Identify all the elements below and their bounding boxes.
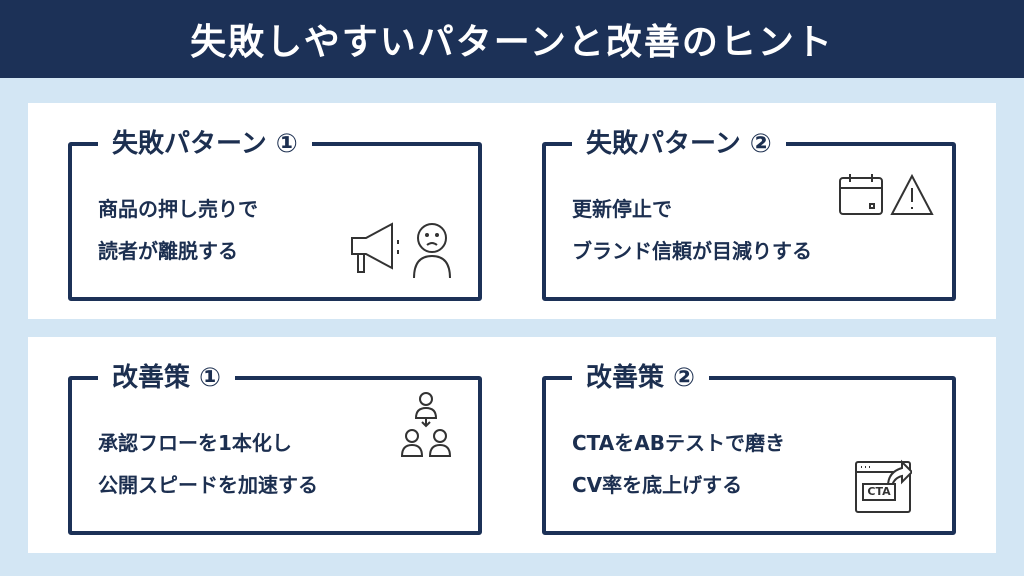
card-label: 失敗パターン ② — [572, 124, 786, 164]
line: CTAをABテストで磨き — [572, 431, 785, 455]
line: 承認フローを1本化し — [98, 431, 292, 455]
card-label: 失敗パターン ① — [98, 124, 312, 164]
card-improvement-1: 改善策 ① 承認フローを1本化し公開スピードを加速する — [68, 358, 482, 535]
line: 商品の押し売りで — [98, 197, 258, 221]
cta-label: CTA — [862, 483, 896, 501]
card-failure-1: 失敗パターン ① 商品の押し売りで読者が離脱する — [68, 124, 482, 301]
card-label: 改善策 ② — [572, 358, 710, 398]
card-failure-2: 失敗パターン ② 更新停止でブランド信頼が目減りする — [542, 124, 956, 301]
line: 公開スピードを加速する — [98, 473, 318, 497]
page-title: 失敗しやすいパターンと改善のヒント — [190, 22, 834, 63]
line: CV率を底上げする — [572, 473, 743, 497]
card-text: 更新停止でブランド信頼が目減りする — [572, 188, 812, 272]
header: 失敗しやすいパターンと改善のヒント — [0, 0, 1024, 78]
workflow-people-icon — [400, 392, 452, 457]
megaphone-sad-person-icon — [351, 222, 451, 279]
line: ブランド信頼が目減りする — [572, 239, 812, 263]
line: 更新停止で — [572, 197, 672, 221]
card-text: 承認フローを1本化し公開スピードを加速する — [98, 422, 318, 506]
card-text: 商品の押し売りで読者が離脱する — [98, 188, 258, 272]
card-improvement-2: 改善策 ② CTAをABテストで磨き CV率を底上げする CTA — [542, 358, 956, 535]
card-label: 改善策 ① — [98, 358, 236, 398]
calendar-warning-icon — [839, 173, 934, 215]
cta-window-icon: CTA — [854, 450, 912, 514]
line: 読者が離脱する — [98, 239, 238, 263]
card-text: CTAをABテストで磨き CV率を底上げする — [572, 422, 785, 506]
